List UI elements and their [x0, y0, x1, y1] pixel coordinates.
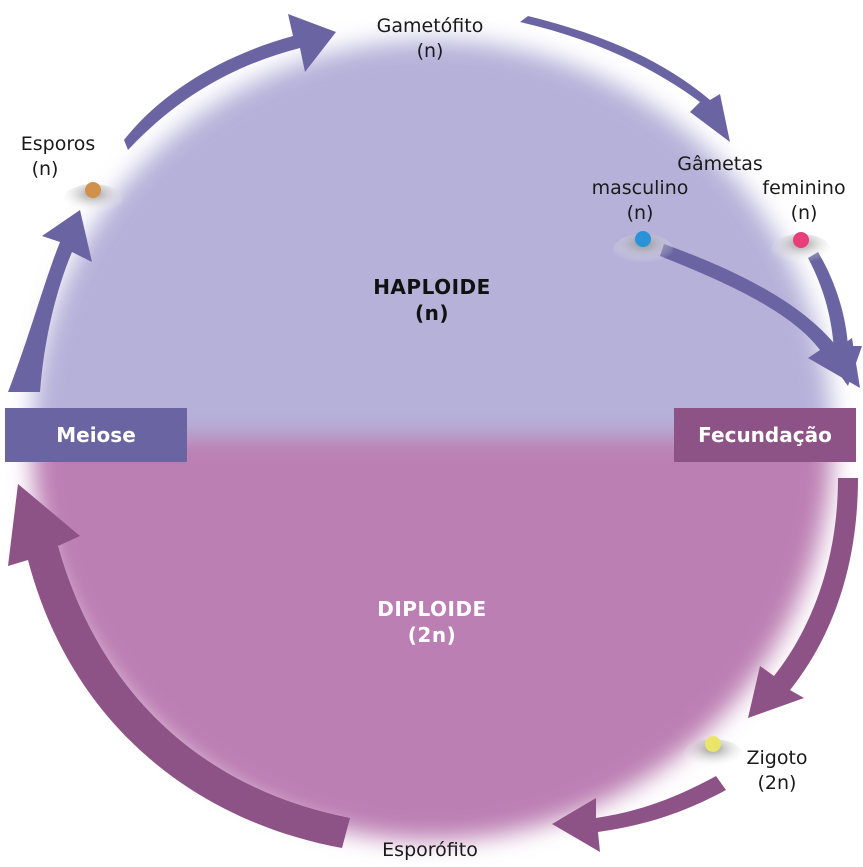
meiose-box: Meiose [5, 408, 187, 462]
gametofito-label: Gametófito (n) [340, 14, 520, 64]
arrow-fecundacao-to-zigoto [748, 478, 858, 718]
haploid-half [32, 40, 832, 436]
female-gamete-label: feminino (n) [746, 176, 862, 226]
esporos-name: Esporos [20, 133, 96, 155]
gametofito-name: Gametófito [376, 15, 484, 37]
female-gamete-name: feminino [762, 177, 846, 199]
diploid-half [32, 436, 832, 840]
arrow-zigoto-to-esporofito [552, 776, 726, 852]
meiose-label: Meiose [56, 423, 136, 447]
female-gamete-ploidy: (n) [790, 202, 818, 224]
diploid-title-text: DIPLOIDE [377, 597, 487, 621]
zigoto-ploidy: (2n) [757, 772, 797, 794]
haploid-ploidy: (n) [414, 301, 450, 325]
male-gamete-ploidy: (n) [626, 202, 654, 224]
female-gamete-dot [793, 232, 809, 248]
arrow-female-gamete-to-fecundacao [808, 252, 862, 386]
arrow-meiose-to-esporos [8, 210, 92, 392]
zigoto-name: Zigoto [746, 747, 808, 769]
gametas-title: Gâmetas [677, 153, 763, 175]
gametofito-ploidy: (n) [416, 40, 444, 62]
arrow-esporofito-to-meiose [8, 484, 350, 848]
zigoto-dot [705, 736, 721, 752]
esporos-dot [85, 182, 101, 198]
fecundacao-label: Fecundação [698, 423, 832, 447]
haploid-title-text: HAPLOIDE [373, 275, 491, 299]
female-gamete-dot-shadow [771, 234, 831, 266]
fecundacao-box: Fecundação [674, 408, 856, 462]
esporos-dot-shadow [63, 184, 123, 216]
esporos-label: Esporos (n) [0, 132, 116, 182]
diploid-ploidy: (2n) [407, 623, 457, 647]
zigoto-dot-shadow [683, 739, 743, 771]
zigoto-label: Zigoto (2n) [722, 746, 832, 796]
arrow-esporos-to-gametofito [124, 14, 336, 150]
male-gamete-dot-shadow [613, 234, 673, 266]
diploid-title: DIPLOIDE (2n) [332, 596, 532, 648]
haploid-title: HAPLOIDE (n) [332, 274, 532, 326]
esporos-ploidy: (n) [31, 158, 59, 180]
male-gamete-name: masculino [591, 177, 689, 199]
esporofito-label: Esporófito [382, 839, 478, 861]
male-gamete-label: masculino (n) [578, 176, 702, 226]
male-gamete-dot [635, 231, 651, 247]
